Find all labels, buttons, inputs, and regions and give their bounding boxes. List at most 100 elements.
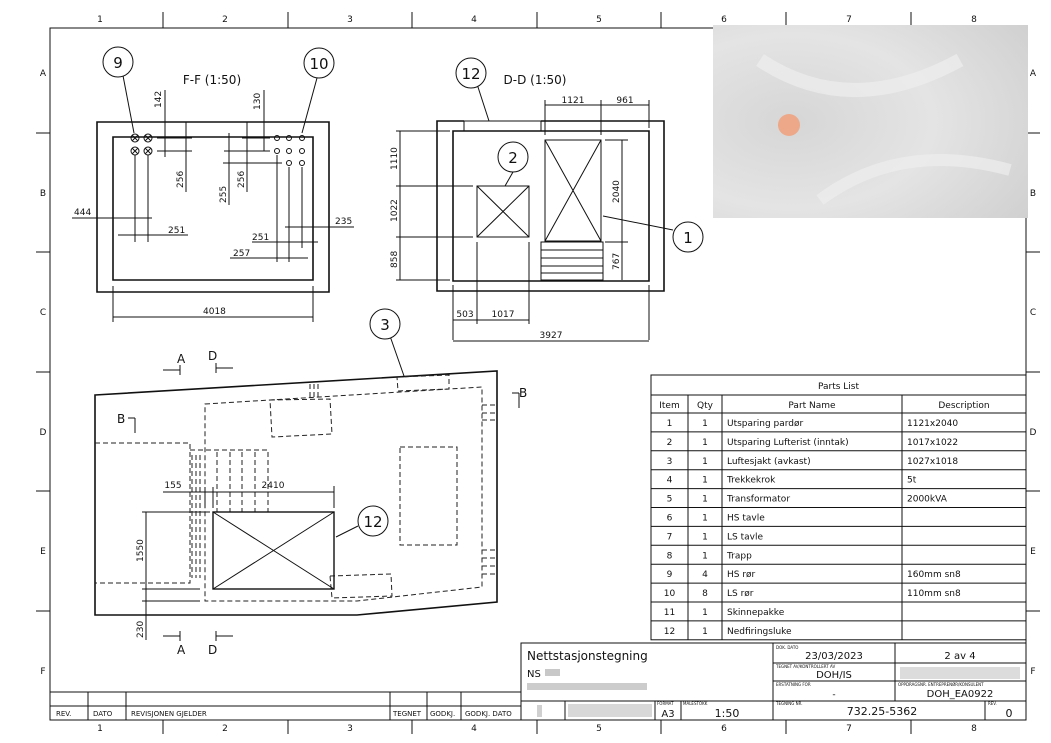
balloon-10 <box>303 47 335 79</box>
parts-row-10-cell-3: 110mm sn8 <box>907 589 961 599</box>
grid-col-1-bottom: 1 <box>97 724 103 734</box>
dim-257: 257 <box>233 249 250 259</box>
parts-row-6-cell-0: 6 <box>667 514 673 524</box>
parts-row-5-cell-3: 2000kVA <box>907 495 948 505</box>
parts-row-2-cell-0: 2 <box>667 438 673 448</box>
parts-row-7-cell-1: 1 <box>702 532 708 542</box>
dim-230: 230 <box>136 621 146 638</box>
parts-row-8-cell-0: 8 <box>667 551 673 561</box>
parts-row-11-cell-2: Skinnepakke <box>727 608 785 618</box>
grid-row-e: E <box>40 547 46 557</box>
revisjonen-header: REVISJONEN GJELDER <box>131 710 207 718</box>
blurred-ns-number <box>545 669 560 676</box>
scale-label: MÅLESTOKK <box>683 701 708 706</box>
parts-list-title: Parts List <box>818 382 860 392</box>
dim-235: 235 <box>335 217 352 227</box>
dim-4018: 4018 <box>203 307 226 317</box>
balloon-9-label: 9 <box>113 54 123 72</box>
section-mark-a-bottom: A <box>177 643 186 657</box>
plan-dimension-lines <box>128 335 520 641</box>
parts-header-description: Description <box>938 401 989 411</box>
balloon-2-label: 2 <box>508 149 518 167</box>
tegning-nr: 732.25-5362 <box>847 705 917 718</box>
balloon-12-plan-label: 12 <box>363 513 382 531</box>
parts-row-2-cell-2: Utsparing Lufterist (inntak) <box>727 438 849 448</box>
parts-row-1-cell-2: Utsparing pardør <box>727 419 804 429</box>
dim-1121: 1121 <box>562 96 585 106</box>
ls-pipes <box>274 135 305 166</box>
revision-block: REV. DATO REVISJONEN GJELDER TEGNET GODK… <box>49 691 522 721</box>
parts-row-2-cell-3: 1017x1022 <box>907 438 958 448</box>
tegnet-label: TEGNET AV/KONTROLLERT AV <box>775 664 835 669</box>
balloon-3 <box>369 308 401 340</box>
parts-row-1-cell-0: 1 <box>667 419 673 429</box>
dim-256-right: 256 <box>237 171 247 188</box>
scale-value: 1:50 <box>715 707 740 720</box>
hs-pipes <box>130 133 153 156</box>
grid-row-c-right: C <box>1030 308 1036 318</box>
hatch-12 <box>212 511 335 590</box>
dok-dato: 23/03/2023 <box>805 651 863 662</box>
dim-444: 444 <box>74 208 91 218</box>
grid-col-2: 2 <box>222 15 228 25</box>
dim-1550: 1550 <box>136 539 146 562</box>
parts-row-11-cell-1: 1 <box>702 608 708 618</box>
godkj-header: GODKJ. <box>430 710 455 718</box>
balloon-2 <box>497 141 529 173</box>
parts-row-5-cell-1: 1 <box>702 495 708 505</box>
parts-row-9-cell-3: 160mm sn8 <box>907 570 961 580</box>
balloon-1 <box>672 221 704 253</box>
dim-256-left: 256 <box>176 171 186 188</box>
parts-row-11-cell-0: 11 <box>664 608 675 618</box>
parts-row-10-cell-2: LS rør <box>727 589 754 599</box>
grid-row-f: F <box>40 667 45 677</box>
title-block: Nettstasjonstegning NS DOK. DATO 23/03/2… <box>520 642 1027 721</box>
parts-row-6-cell-1: 1 <box>702 514 708 524</box>
ff-dimension-lines <box>72 59 354 322</box>
dim-155: 155 <box>164 481 181 491</box>
parts-row-8-cell-1: 1 <box>702 551 708 561</box>
dim-1022: 1022 <box>390 199 400 222</box>
grid-row-b: B <box>40 189 46 199</box>
grid-row-d: D <box>40 428 47 438</box>
section-view-ff: F-F (1:50) 142 130 256 256 255 444 251 2… <box>72 46 354 322</box>
parts-row-7-cell-0: 7 <box>667 532 673 542</box>
parts-row-4-cell-0: 4 <box>667 476 673 486</box>
erstatning-value: - <box>832 690 835 700</box>
section-mark-a-top: A <box>177 352 186 366</box>
format-label: FORMAT <box>657 701 674 706</box>
view-title-dd: D-D (1:50) <box>504 73 567 87</box>
parts-row-6-cell-2: HS tavle <box>727 514 765 524</box>
dok-dato-label: DOK. DATO <box>776 645 798 650</box>
parts-row-3-cell-3: 1027x1018 <box>907 457 958 467</box>
tegning-label: TEGNING NR. <box>775 701 803 706</box>
dd-openings <box>476 139 604 281</box>
grid-col-1: 1 <box>97 15 103 25</box>
balloon-12-dd <box>455 57 487 89</box>
parts-row-3-cell-0: 3 <box>667 457 673 467</box>
plan-view: 155 2410 1550 230 A D B B A D 3 12 <box>94 308 527 657</box>
parts-row-10-cell-0: 10 <box>664 589 676 599</box>
parts-row-1-cell-3: 1121x2040 <box>907 419 958 429</box>
grid-row-c: C <box>40 308 46 318</box>
parts-row-9-cell-2: HS rør <box>727 570 756 580</box>
parts-row-4-cell-3: 5t <box>907 476 917 486</box>
dim-255: 255 <box>219 186 229 203</box>
parts-row-10-cell-1: 8 <box>702 589 708 599</box>
grid-col-8-bottom: 8 <box>971 724 977 734</box>
godkj-dato-header: GODKJ. DATO <box>465 710 512 718</box>
grid-col-8: 8 <box>971 15 977 25</box>
section-mark-b-right: B <box>519 386 527 400</box>
parts-row-9-cell-1: 4 <box>702 570 708 580</box>
parts-header-qty: Qty <box>697 401 714 411</box>
balloon-1-label: 1 <box>683 229 693 247</box>
section-mark-d-bottom: D <box>208 643 217 657</box>
sheet-number: 2 av 4 <box>944 651 975 662</box>
parts-row-5-cell-0: 5 <box>667 495 673 505</box>
dim-130: 130 <box>253 93 263 110</box>
grid-row-a-right: A <box>1030 69 1037 79</box>
parts-row-7-cell-2: LS tavle <box>727 532 763 542</box>
dim-251-left: 251 <box>168 226 185 236</box>
grid-col-3-bottom: 3 <box>347 724 353 734</box>
